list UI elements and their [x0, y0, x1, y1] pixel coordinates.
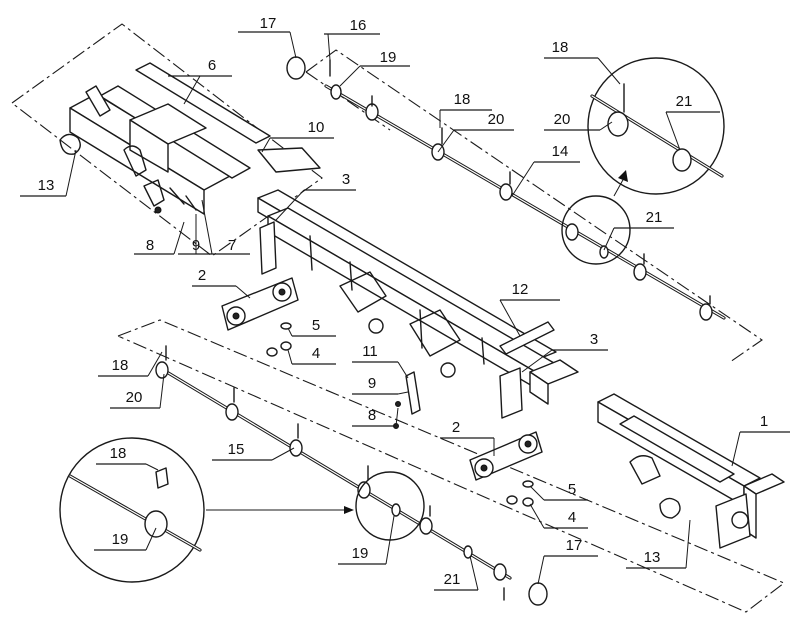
assembly-outline-top-shaft	[305, 49, 763, 363]
callout-18: 18	[112, 357, 129, 374]
callout-9: 9	[192, 237, 200, 254]
callout-18: 18	[552, 39, 569, 56]
callout-2: 2	[198, 267, 206, 284]
callout-18: 18	[110, 445, 127, 462]
link-11	[393, 371, 421, 429]
frame-upper-left	[59, 85, 251, 215]
callout-4: 4	[568, 509, 576, 526]
callout-4: 4	[312, 345, 320, 362]
callout-21: 21	[646, 209, 663, 226]
bar-6	[135, 62, 321, 173]
callout-21: 21	[676, 93, 693, 110]
callout-5: 5	[568, 481, 576, 498]
frame-1	[597, 393, 785, 549]
callout-17: 17	[566, 537, 583, 554]
callout-14: 14	[552, 143, 569, 160]
callout-20: 20	[126, 389, 143, 406]
callout-8: 8	[368, 407, 376, 424]
clamp-plate-2-upper	[221, 277, 299, 331]
callout-20: 20	[554, 111, 571, 128]
callout-11: 11	[362, 343, 378, 360]
callout-12: 12	[512, 281, 529, 298]
shaft-15	[155, 345, 548, 606]
callout-leaders	[20, 31, 790, 591]
callout-15: 15	[228, 441, 245, 458]
detail-circle-top-right	[561, 57, 725, 265]
callout-13: 13	[38, 177, 55, 194]
callout-1: 1	[760, 413, 768, 430]
callout-18: 18	[454, 91, 471, 108]
assembly-outline-lower-shaft	[117, 319, 786, 613]
callout-13: 13	[644, 549, 661, 566]
callout-6: 6	[208, 57, 216, 74]
callout-7: 7	[228, 237, 236, 254]
callout-19: 19	[352, 545, 369, 562]
clamp-plate-2-lower	[469, 431, 543, 481]
callout-2: 2	[452, 419, 460, 436]
callout-10: 10	[308, 119, 325, 136]
bracket-3	[259, 221, 523, 419]
callout-3: 3	[342, 171, 350, 188]
callout-8: 8	[146, 237, 154, 254]
assembly-outline-upper-left	[11, 23, 323, 257]
callout-16: 16	[350, 17, 367, 34]
bar-12	[499, 321, 555, 355]
callout-19: 19	[380, 49, 397, 66]
callout-5: 5	[312, 317, 320, 334]
callout-labels: 17 16 19 18 21 6 18 20 20 10 14 3 13 21 …	[38, 15, 769, 588]
callout-19: 19	[112, 531, 129, 548]
callout-21: 21	[444, 571, 461, 588]
callout-17: 17	[260, 15, 277, 32]
detail-arrows	[206, 170, 628, 514]
callout-9: 9	[368, 375, 376, 392]
callout-3: 3	[590, 331, 598, 348]
shaft-14	[286, 56, 726, 321]
callout-20: 20	[488, 111, 505, 128]
frame-center	[257, 189, 579, 405]
hardware-4-5	[266, 322, 534, 507]
